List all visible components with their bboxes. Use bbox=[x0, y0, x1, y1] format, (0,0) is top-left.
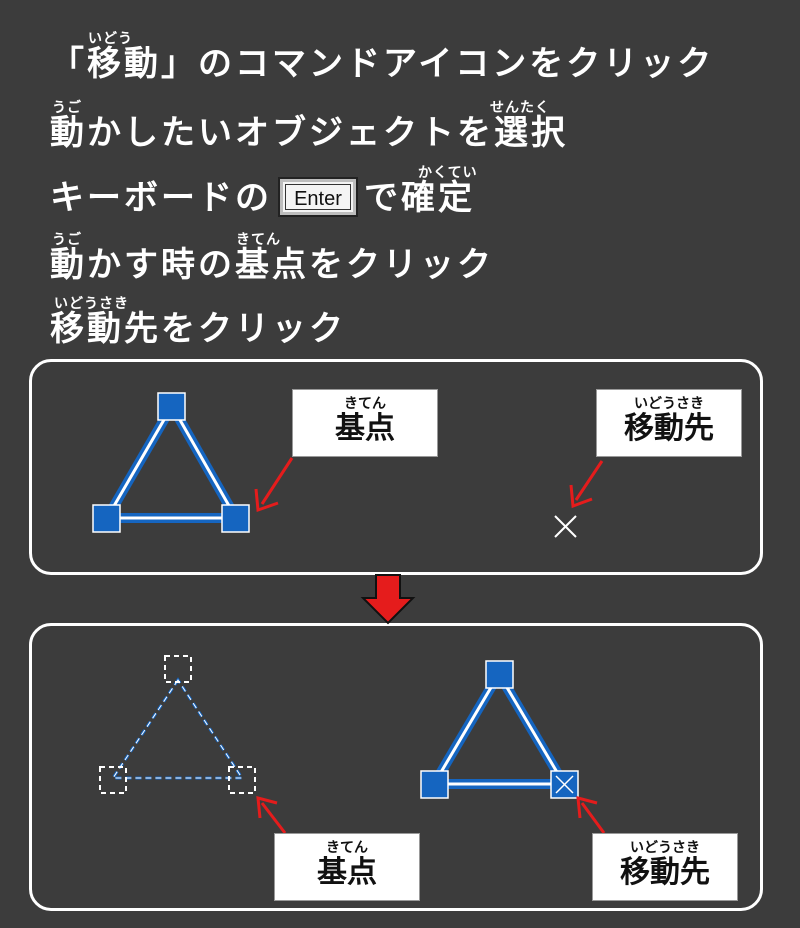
moved-handle-top bbox=[485, 660, 514, 689]
step-1-text: 「移動」のコマンドアイコンをクリック bbox=[50, 44, 715, 84]
ghost-handle-base-point bbox=[228, 766, 256, 794]
step-2-ruby-end: せんたく bbox=[490, 100, 550, 116]
step-2-text: 動かしたいオブジェクトを選択 bbox=[50, 113, 568, 153]
triangle-ghost bbox=[99, 655, 256, 794]
big-down-arrow-icon bbox=[360, 574, 416, 625]
red-arrow-icon bbox=[576, 795, 606, 834]
label-ruby: いどうさき bbox=[634, 396, 704, 412]
label-ruby: いどうさき bbox=[630, 840, 700, 856]
step-1-ruby: いどう bbox=[88, 31, 133, 47]
label-text: 基点 bbox=[335, 411, 395, 446]
enter-key-icon: Enter bbox=[278, 176, 358, 217]
red-arrow-icon bbox=[256, 795, 287, 834]
step-3-text-before: キーボードの bbox=[50, 178, 272, 218]
label-text: 基点 bbox=[317, 855, 377, 890]
label-base-point-top: きてん 基点 bbox=[292, 389, 438, 457]
triangle-moved bbox=[420, 660, 579, 799]
step-4-text-before: 動かす時の bbox=[50, 245, 235, 285]
panel-after bbox=[29, 623, 763, 911]
label-destination-bottom: いどうさき 移動先 bbox=[592, 833, 738, 901]
step-3-ruby: かくてい bbox=[418, 165, 478, 181]
step-5: いどうさき 移動先をクリック bbox=[50, 296, 346, 349]
step-3-text-after: で確定 bbox=[364, 178, 475, 218]
step-2-ruby-start: うご bbox=[52, 100, 82, 116]
step-4-ruby-start: うご bbox=[52, 232, 82, 248]
label-text: 移動先 bbox=[620, 855, 710, 890]
label-ruby: きてん bbox=[344, 396, 386, 412]
triangle-original bbox=[92, 392, 250, 533]
step-2-text-before: 動かしたいオブジェクトを bbox=[50, 113, 494, 153]
vertex-handle-base-point bbox=[221, 504, 250, 533]
step-5-text: 移動先をクリック bbox=[50, 309, 346, 349]
label-ruby: きてん bbox=[326, 840, 368, 856]
vertex-handle-left bbox=[92, 504, 121, 533]
step-4-text-after: 基点をクリック bbox=[235, 245, 494, 285]
step-4: うご きてん 動かす時の基点をクリック bbox=[50, 232, 494, 285]
label-destination-top: いどうさき 移動先 bbox=[596, 389, 742, 457]
moved-handle-left bbox=[420, 770, 449, 799]
destination-x-icon bbox=[554, 515, 577, 538]
panel-before bbox=[29, 359, 763, 575]
label-text: 移動先 bbox=[624, 411, 714, 446]
step-5-ruby: いどうさき bbox=[54, 296, 129, 312]
label-base-point-bottom: きてん 基点 bbox=[274, 833, 420, 901]
red-arrow-icon bbox=[254, 457, 294, 513]
step-4-text: 動かす時の基点をクリック bbox=[50, 245, 494, 285]
step-4-ruby-mid: きてん bbox=[236, 232, 281, 248]
ghost-handle-top bbox=[164, 655, 192, 683]
ghost-handle-left bbox=[99, 766, 127, 794]
red-arrow-icon bbox=[569, 460, 604, 509]
step-2-text-after: 選択 bbox=[494, 113, 568, 153]
vertex-handle-top bbox=[157, 392, 186, 421]
step-2: うご せんたく 動かしたいオブジェクトを選択 bbox=[50, 100, 568, 153]
step-1: いどう 「移動」のコマンドアイコンをクリック bbox=[50, 31, 715, 84]
